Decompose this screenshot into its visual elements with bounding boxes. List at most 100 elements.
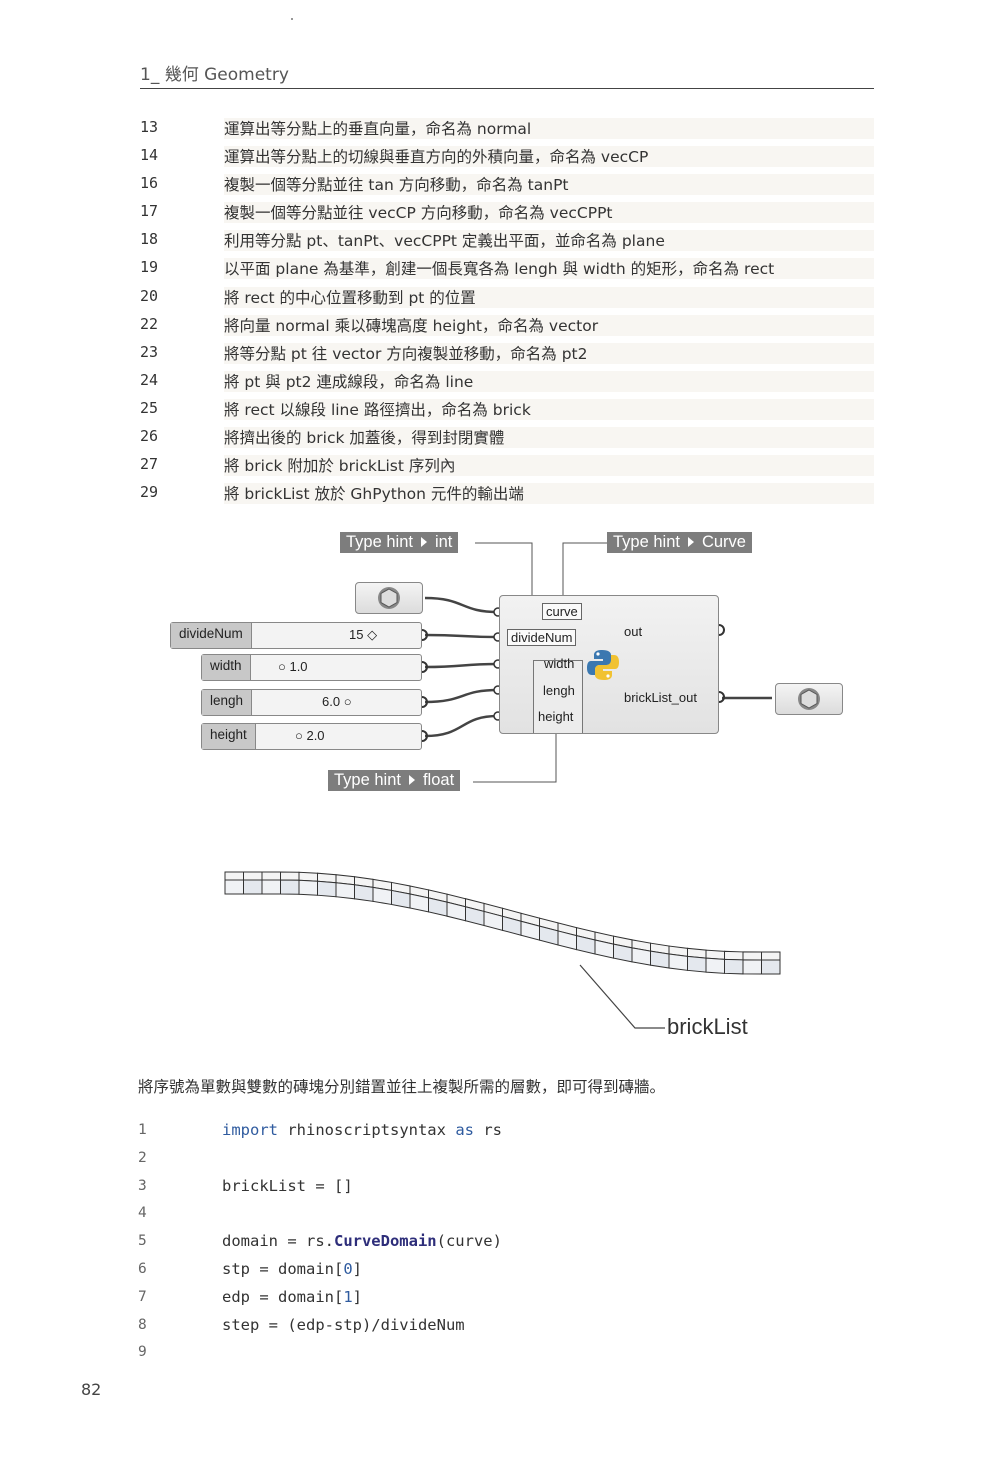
step-number: 14 [140,146,159,165]
step-number: 16 [140,174,159,193]
bricklist-param-node[interactable] [775,683,843,715]
slider-label: height [202,724,256,749]
step-text: 將擠出後的 brick 加蓋後，得到封閉實體 [224,429,505,448]
brick-face [243,879,263,895]
step-row: 26 將擠出後的 brick 加蓋後，得到封閉實體 [140,423,874,451]
step-row: 18 利用等分點 pt、tanPt、vecCPPt 定義出平面，並命名為 plan… [140,226,874,254]
code-token: as [455,1121,474,1139]
input-curve[interactable]: curve [542,603,582,620]
step-text: 將 brickList 放於 GhPython 元件的輸出端 [224,485,524,504]
highlight-band [224,314,874,336]
highlight-band [224,286,874,308]
code-text: edp = domain[1] [222,1288,362,1306]
code-token: 0 [343,1259,353,1278]
code-token: import [222,1121,278,1139]
code-token: CurveDomain [333,1232,437,1251]
step-text: 將等分點 pt 往 vector 方向複製並移動，命名為 pt2 [224,344,588,363]
output-out[interactable]: out [624,624,643,639]
output-bricklist[interactable]: brickList_out [624,690,697,705]
line-number: 6 [138,1260,147,1277]
slider-value: 15 ◇ [349,627,378,642]
brick-top [724,950,744,961]
highlight-band [224,258,874,280]
line-number: 3 [138,1177,147,1194]
brick-top [243,871,263,881]
input-height[interactable]: height [538,709,574,724]
brick-face [631,947,651,966]
step-text: 利用等分點 pt、tanPt、vecCPPt 定義出平面，並命名為 plane [224,232,665,251]
brick-face [317,880,337,898]
highlight-band [224,342,874,364]
highlight-band [224,398,874,420]
slider-dividenum[interactable]: divideNum 15 ◇ [170,622,422,649]
highlight-band [224,202,874,224]
code-token: rs [473,1121,502,1139]
code-token: brickList = [] [222,1176,353,1195]
slider-value: 6.0 ○ [322,694,352,709]
python-logo-icon [587,650,619,680]
brick-face [354,884,374,902]
highlight-band [224,118,874,139]
code-text: brickList = [] [222,1177,353,1195]
code-token: ] [352,1287,363,1306]
highlight-band [224,370,874,392]
line-number: 9 [138,1344,147,1361]
chapter-title: 1_ 幾何 Geometry [140,65,289,85]
line-number: 2 [138,1149,147,1166]
slider-label: lengh [202,690,253,715]
step-text: 將 rect 以線段 line 路徑擠出，命名為 brick [224,400,531,419]
step-text: 將向量 normal 乘以磚塊高度 height，命名為 vector [224,316,599,335]
slider-lengh[interactable]: lengh 6.0 ○ [201,689,422,716]
brick-face [668,953,688,971]
slider-height[interactable]: height ○ 2.0 [201,723,422,750]
step-text: 將 brick 附加於 brickList 序列內 [224,457,456,476]
step-number: 19 [140,258,159,277]
code-token: ] [352,1259,363,1278]
code-token: domain = rs. [222,1232,334,1251]
curve-param-node[interactable] [355,582,423,614]
input-dividenum[interactable]: divideNum [507,629,577,646]
brick-face [372,886,392,906]
code-token: 1 [343,1287,353,1306]
hexagon-icon [378,587,400,609]
code-token: edp = domain[ [222,1287,344,1306]
input-lengh[interactable]: lengh [543,683,575,698]
highlight-band [224,146,874,168]
step-number: 18 [140,230,159,249]
brick-face [724,958,744,975]
step-text: 運算出等分點上的垂直向量，命名為 normal [224,120,532,138]
hexagon-icon [798,688,820,710]
step-number: 20 [140,286,159,305]
step-text: 運算出等分點上的切線與垂直方向的外積向量，命名為 vecCP [224,148,649,167]
step-row: 13 運算出等分點上的垂直向量，命名為 normal [140,114,874,142]
step-text: 將 pt 與 pt2 連成線段，命名為 line [224,372,474,391]
brick-face [224,879,244,895]
step-number: 17 [140,202,159,221]
code-token: rhinoscriptsyntax [278,1121,456,1139]
brick-wall-illustration [224,871,781,1029]
slider-width[interactable]: width ○ 1.0 [201,654,422,681]
brick-face [261,879,281,895]
brick-top [742,951,762,961]
code-text: step = (edp-stp)/divideNum [222,1316,465,1334]
brick-face [298,879,318,896]
line-number: 4 [138,1205,147,1222]
highlight-band [224,483,874,505]
code-token: stp = domain[ [222,1259,344,1278]
ghpython-component[interactable]: curve divideNum width lengh height out b… [499,595,719,734]
step-number: 26 [140,427,159,446]
brick-face [687,955,707,973]
input-width[interactable]: width [544,656,575,671]
slider-value: ○ 1.0 [278,659,308,674]
step-number: 13 [140,118,159,136]
